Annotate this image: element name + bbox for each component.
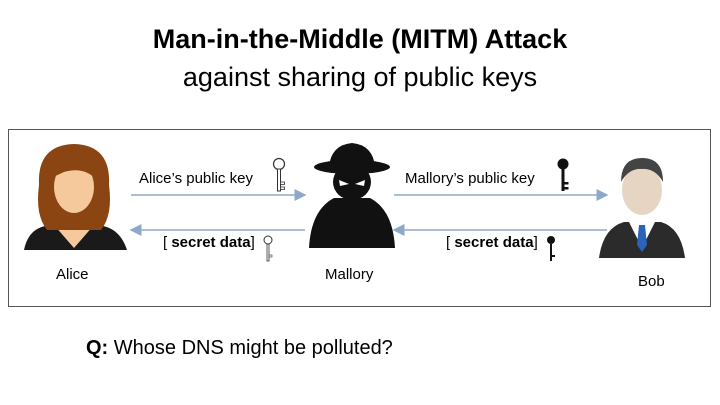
- black-key-icon: [557, 158, 569, 191]
- secret-data-left-label: [ secret data]: [163, 234, 255, 251]
- question-prefix: Q:: [86, 337, 109, 359]
- alice-figure: [24, 144, 127, 250]
- bob-name-label: Bob: [638, 273, 665, 290]
- question-body: Whose DNS might be polluted?: [108, 337, 393, 359]
- mallory-figure: [309, 143, 395, 248]
- small-white-key-icon: [263, 235, 273, 262]
- question-text: Q: Whose DNS might be polluted?: [86, 337, 393, 360]
- diagram-graphics: [24, 143, 685, 262]
- mallory-name-label: Mallory: [325, 266, 374, 283]
- alice-public-key-label: Alice’s public key: [139, 170, 253, 187]
- bracket-open: [: [163, 234, 168, 251]
- title-line-2: against sharing of public keys: [182, 62, 538, 92]
- white-key-icon: [272, 157, 286, 192]
- mallory-public-key-label: Mallory’s public key: [405, 170, 535, 187]
- bracket-close: ]: [250, 234, 255, 251]
- secret-data-right-label: [ secret data]: [446, 234, 538, 251]
- mitm-diagram: Alice’s public key Mallory’s public key …: [8, 129, 711, 307]
- bracket-open: [: [446, 234, 451, 251]
- secret-data-text: secret data: [171, 234, 251, 251]
- bob-figure: [599, 158, 685, 258]
- bracket-close: ]: [533, 234, 538, 251]
- secret-data-text: secret data: [454, 234, 534, 251]
- title-line-1: Man-in-the-Middle (MITM) Attack: [152, 24, 568, 54]
- alice-name-label: Alice: [56, 266, 89, 283]
- small-black-key-icon: [547, 236, 555, 261]
